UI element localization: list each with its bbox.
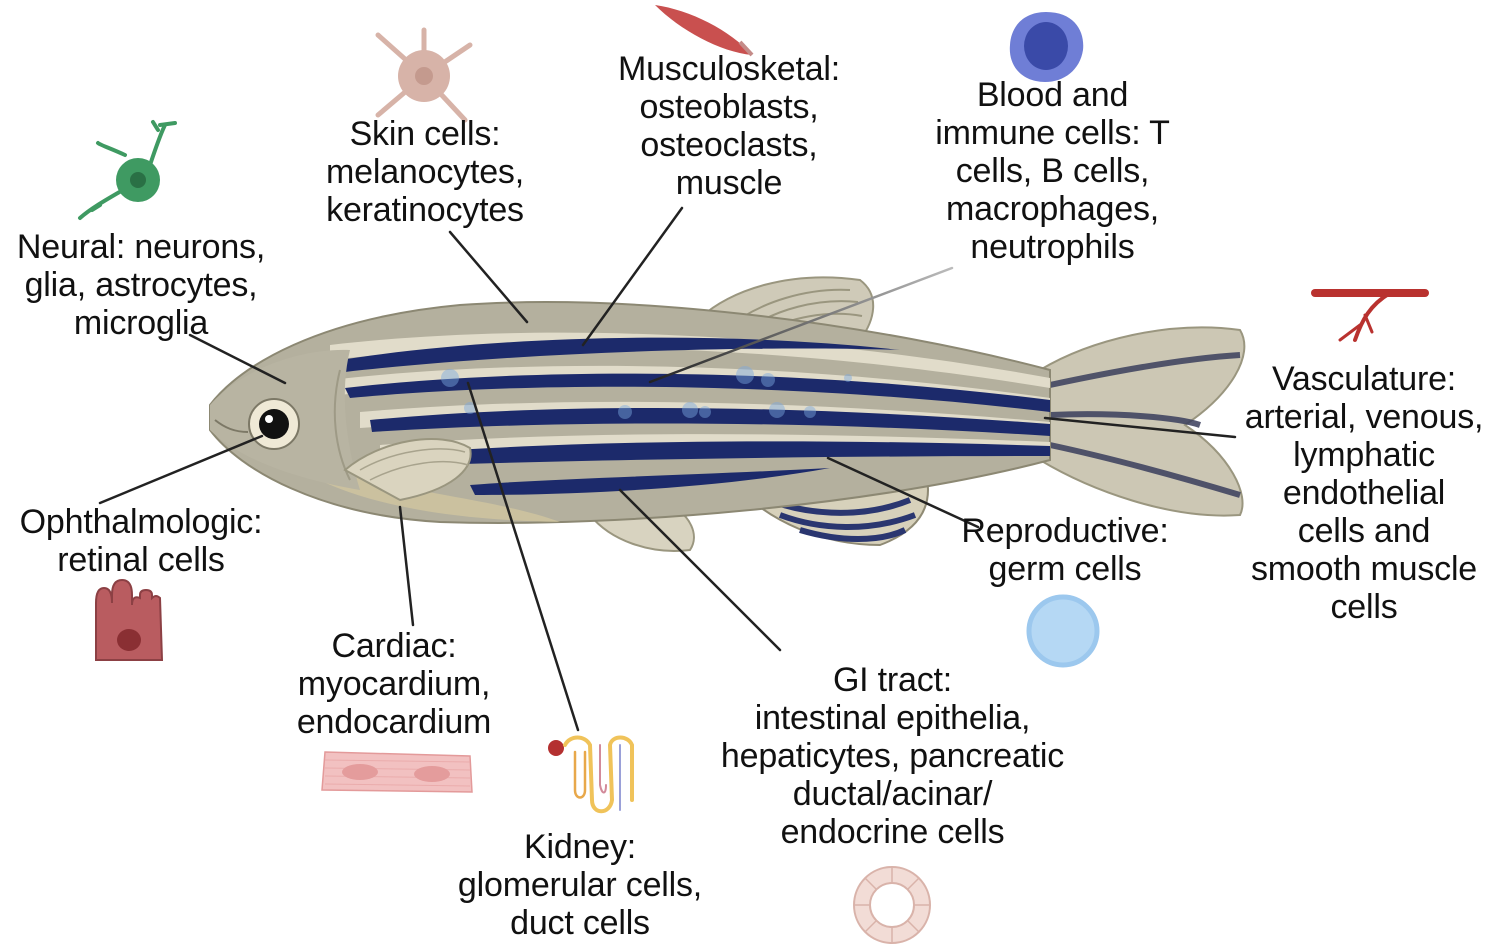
germ-cell-icon [1026,594,1100,668]
label-cardiac: Cardiac: myocardium, endocardium [296,627,492,741]
muscle-icon [655,5,754,57]
leader-line-gi [618,488,782,652]
leader-lines [98,206,1237,732]
leader-line-cardiac [398,505,415,627]
intestinal-epithelium-icon [853,866,931,944]
label-blood-immune: Blood and immune cells: T cells, B cells… [935,76,1170,266]
label-skin-cells: Skin cells: melanocytes, keratinocytes [326,115,524,229]
leader-line-neural [188,333,287,385]
retinal-cell-icon [95,578,164,661]
leader-line-musculoskeletal [581,206,684,347]
melanocyte-cell-icon [375,27,473,123]
label-neural: Neural: neurons, glia, astrocytes, micro… [16,228,266,342]
label-vasculature: Vasculature: arterial, venous, lymphatic… [1244,360,1484,626]
label-musculoskeletal: Musculosketal: osteoblasts, osteoclasts,… [617,50,841,202]
label-ophthalmologic: Ophthalmologic: retinal cells [19,503,263,579]
zebrafish-illustration [209,276,1246,552]
leader-line-reproductive [826,456,980,529]
pectoral-fin [343,438,472,502]
leader-line-skin [448,230,529,324]
leader-line-ophthalmologic [98,434,264,505]
label-kidney: Kidney: glomerular cells, duct cells [457,828,703,942]
label-reproductive: Reproductive: germ cells [961,512,1169,588]
label-gi-tract: GI tract: intestinal epithelia, hepaticy… [720,661,1065,851]
nephron-icon [548,735,634,814]
leader-line-kidney [466,381,580,732]
leader-line-blood [648,266,954,384]
blood-vessel-icon [1311,289,1429,342]
cardiomyocyte-icon [321,751,473,793]
immune-cell-icon [1009,12,1084,82]
leader-line-vasculature [1043,416,1237,439]
neuron-cell-icon [78,120,177,220]
